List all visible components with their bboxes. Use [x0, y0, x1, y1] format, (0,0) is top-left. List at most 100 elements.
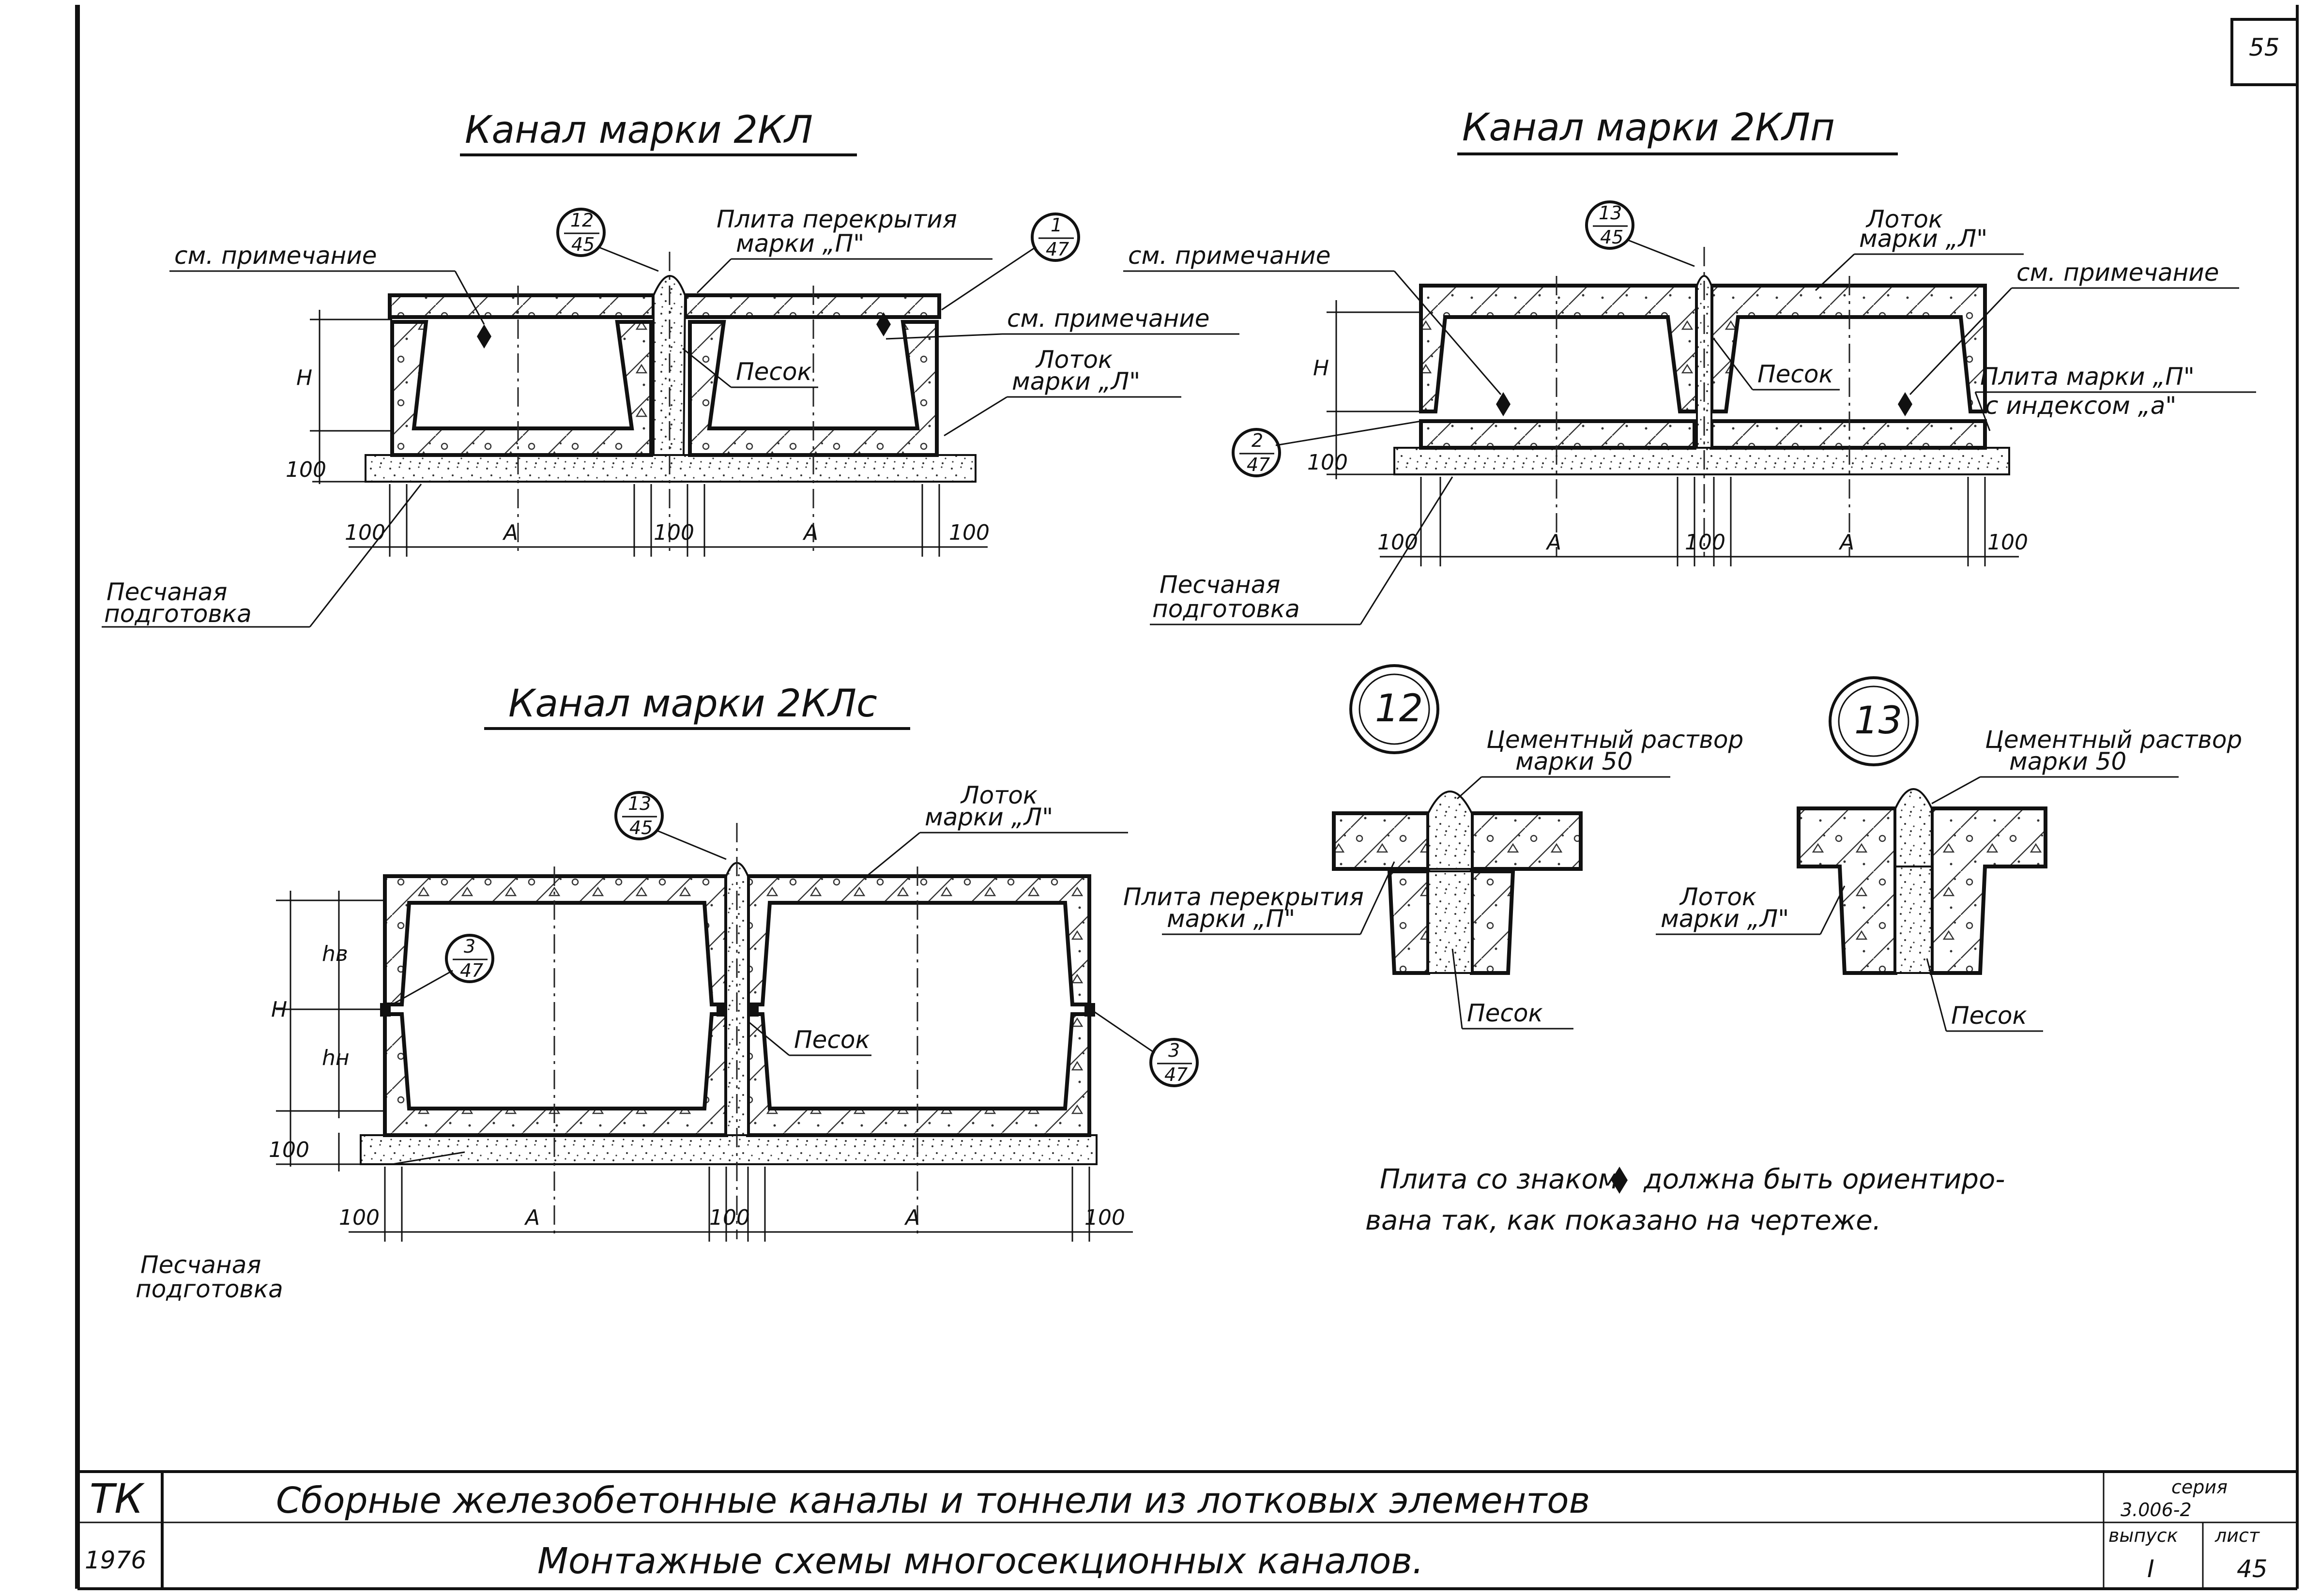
tray-label-2klc: марки „Л" — [925, 803, 1053, 831]
ref-num: 13 — [628, 793, 651, 814]
node12-wall-right — [1470, 869, 1515, 975]
title-2kl: Канал марки 2КЛ — [465, 108, 813, 152]
dim-100-2klc: 100 — [709, 1205, 750, 1230]
sheet-value: 45 — [2237, 1555, 2268, 1583]
node13-mortar-label: марки 50 — [2009, 747, 2126, 775]
dim-hn-2klc: hн — [322, 1046, 350, 1070]
tray-left-bottom-2klc — [383, 1012, 728, 1137]
node12-sand-label: Песок — [1467, 999, 1543, 1027]
node13-sand-label: Песок — [1951, 1002, 2027, 1030]
sand-base-2kl — [365, 454, 977, 483]
dim-100-2klp: 100 — [1685, 530, 1725, 555]
sheet-frame — [75, 5, 2299, 1590]
tray-label-2klc: Лоток — [960, 781, 1038, 809]
ref-circle-3-47 — [1149, 1038, 1199, 1087]
dim-a-2klp: A — [1545, 530, 1561, 555]
node13-tray-label: Лоток — [1679, 883, 1756, 911]
dim-h-2kl: H — [296, 365, 312, 390]
sand-label-2klp: Песок — [1757, 360, 1833, 388]
tray-label-2kl: марки „Л" — [1012, 367, 1140, 395]
tray-label-2klp: марки „Л" — [1859, 225, 1987, 253]
stamp-code: ТК — [90, 1475, 145, 1522]
base-label-2kl: Песчаная — [107, 578, 227, 606]
issue-value: I — [2147, 1555, 2154, 1583]
orientation-mark-icon — [876, 312, 891, 336]
tray-right-bottom-2klc — [746, 1012, 1091, 1137]
joint-clip-icon — [748, 1003, 759, 1017]
base-label-2klp: Песчаная — [1160, 571, 1280, 599]
note-right-2kl: см. примечание — [1007, 304, 1210, 333]
node-12: 12 Цементный раствор марки 50 Плита пере… — [1123, 664, 1743, 1030]
node12-mortar-label: марки 50 — [1515, 747, 1633, 775]
sand-label-2kl: Песок — [736, 358, 812, 386]
base-label-2klc: Песчаная — [140, 1251, 261, 1279]
ref-circle-13-45 — [1585, 200, 1634, 250]
tray-right-2klp — [1710, 284, 1987, 413]
ref-num: 13 — [1599, 202, 1622, 224]
node12-mortar — [1427, 790, 1473, 870]
dim-100-2klc: 100 — [1084, 1205, 1125, 1230]
slab-label-2klp: с индексом „а" — [1985, 392, 2176, 420]
ref-num: 12 — [570, 210, 594, 231]
ref-den: 45 — [1600, 227, 1623, 248]
dim-100-2kl: 100 — [286, 457, 326, 482]
node-13: 13 Цементный раствор марки 50 Лоток марк… — [1656, 676, 2242, 1032]
joint-clip-icon — [380, 1003, 391, 1017]
dim-a-2kl: A — [802, 520, 818, 545]
dim-100-2klc: 100 — [269, 1138, 309, 1162]
slab-label-2kl: марки „П" — [736, 229, 864, 258]
ref-circle-13-45 — [614, 791, 664, 840]
dim-100-2klp: 100 — [1987, 530, 2028, 555]
node13-tray-label: марки „Л" — [1661, 905, 1789, 933]
ref-den: 47 — [1247, 454, 1270, 475]
dim-a-2klc: A — [904, 1205, 920, 1230]
title-2klp: Канал марки 2КЛп — [1462, 106, 1835, 150]
ref-den: 47 — [1046, 239, 1069, 260]
ref-circle-2-47 — [1232, 428, 1281, 477]
sand-label-2klc: Песок — [794, 1026, 870, 1054]
ref-circle-12-45 — [556, 208, 606, 257]
drawing-2klp: Канал марки 2КЛп H 100 100 A 100 A 100 — [1123, 106, 2256, 625]
orientation-mark-icon — [1898, 392, 1912, 416]
slab-bottom-left-2klp — [1419, 419, 1696, 450]
sheet-label: лист — [2214, 1525, 2260, 1546]
orientation-mark-icon — [1496, 392, 1511, 416]
slab-label-2klp: Плита марки „П" — [1980, 363, 2195, 391]
tray-label-2kl: Лоток — [1035, 346, 1113, 374]
dim-h-2klp: H — [1313, 356, 1329, 380]
tray-left-top-2klc — [383, 874, 728, 1006]
node13-mortar-label: Цементный раствор — [1985, 726, 2242, 754]
dim-h-2klc: H — [271, 997, 287, 1022]
node12-sand — [1427, 870, 1473, 974]
drawing-2kl: Канал марки 2КЛ H 100 100 — [102, 108, 1239, 628]
issue-label: выпуск — [2108, 1525, 2178, 1546]
tray-left-2kl — [390, 320, 653, 457]
slab-right-2kl — [683, 293, 941, 319]
base-label-2klp: подготовка — [1152, 595, 1300, 623]
base-label-2kl: подготовка — [104, 600, 252, 628]
node12-mortar-label: Цементный раствор — [1486, 726, 1743, 754]
title-block: ТК 1976 Сборные железобетонные каналы и … — [85, 1475, 2268, 1583]
node13-mortar — [1894, 788, 1933, 867]
dim-100-2kl: 100 — [654, 520, 694, 545]
ref-den: 45 — [571, 234, 595, 255]
node12-slab-label: марки „П" — [1167, 905, 1295, 933]
tray-left-2klp — [1419, 284, 1699, 413]
page-number: 55 — [2249, 33, 2280, 61]
title-2klc: Канал марки 2КЛс — [508, 682, 877, 726]
sand-base-2klp — [1393, 447, 2010, 475]
orientation-mark-icon — [477, 324, 491, 349]
ref-den: 47 — [460, 960, 483, 981]
sand-base-2klc — [360, 1134, 1098, 1165]
joint-clip-icon — [717, 1003, 727, 1017]
dim-100-2klc: 100 — [339, 1205, 380, 1230]
ref-den: 47 — [1164, 1064, 1188, 1085]
node12-slab-label: Плита перекрытия — [1123, 883, 1364, 911]
ref-num: 3 — [464, 936, 475, 957]
slab-label-2kl: Плита перекрытия — [717, 205, 957, 233]
year: 1976 — [85, 1546, 146, 1574]
node12-slab-left — [1332, 811, 1430, 871]
ref-circle-3-47 — [445, 934, 494, 983]
tray-label-2klp: Лоток — [1865, 205, 1943, 233]
